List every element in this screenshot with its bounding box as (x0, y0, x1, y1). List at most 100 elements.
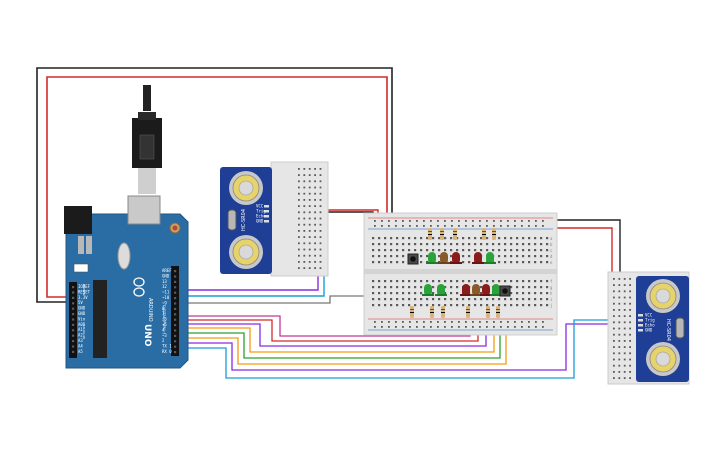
arduino-pin-label: 4 (162, 327, 165, 332)
row-label-j: j (550, 303, 552, 308)
arduino-pin-label: GND (162, 273, 170, 278)
sensor-right-pins: VCC Trig Echo GND (638, 313, 655, 333)
row-label-f: f (550, 279, 553, 284)
led-brown[interactable] (470, 284, 482, 296)
arduino-pin-label: 7 (162, 311, 165, 316)
arduino-pin-label: TX 1 (162, 344, 172, 349)
arduino-pin-label: A3 (78, 338, 83, 343)
wire-sensor2-echo[interactable] (180, 319, 614, 379)
arduino-pin-label: 13 (162, 279, 167, 284)
arduino-brand-label: ARDUINO (147, 298, 153, 322)
led-green[interactable] (435, 284, 447, 296)
row-label-g: g (550, 285, 553, 290)
main-breadboard: a b c d e f g h i j (363, 212, 558, 336)
led-green[interactable] (484, 252, 496, 264)
digital-pin-holes (174, 270, 177, 354)
breadboard-holes (298, 168, 322, 269)
arduino-pin-label: 12 (162, 284, 167, 289)
resistor[interactable] (428, 228, 432, 240)
resistor[interactable] (410, 306, 414, 318)
led-red[interactable] (480, 284, 492, 296)
wire-gnd-outer[interactable] (36, 67, 393, 303)
power-pin-holes (72, 286, 75, 353)
led-green[interactable] (490, 284, 502, 296)
wire-led-green-1[interactable] (180, 308, 501, 359)
row-label-c: c (550, 248, 553, 253)
resistor[interactable] (441, 306, 445, 318)
arduino-pin-label: A5 (78, 349, 83, 354)
led-green[interactable] (426, 252, 438, 264)
row-label-e: e (550, 260, 553, 265)
digital-header (171, 266, 179, 356)
led-red[interactable] (460, 284, 472, 296)
arduino-pin-label: 2 (162, 338, 165, 343)
arduino-pin-label: A4 (78, 343, 83, 348)
pushbutton-left[interactable] (407, 253, 419, 265)
resistor[interactable] (486, 306, 490, 318)
sensor-left-pin-trig: Trig (256, 209, 266, 214)
wire-5v-outer[interactable] (46, 76, 388, 298)
arduino-pin-label: A0 (78, 322, 83, 327)
sensor-right-pin-gnd: GND (645, 328, 653, 333)
arduino-pin-label: IOREF (78, 284, 91, 289)
sensor-left-pin-gnd: GND (256, 219, 264, 224)
breadboard-row-labels: a b c d e f g h i j (550, 236, 553, 308)
resistor[interactable] (482, 228, 486, 240)
arduino-pin-label: GND (78, 306, 86, 311)
sensor-left-pin-echo: Echo (256, 214, 266, 219)
arduino-pin-label: RESET (78, 289, 91, 294)
arduino-pin-label: ~10 (162, 295, 170, 300)
arduino-pin-label: A1 (78, 327, 83, 332)
resistors-bottom (410, 306, 500, 318)
sensor-left-pin-vcc: VCC (256, 204, 264, 209)
leds-bottom-row (422, 284, 502, 296)
arduino-pin-label: RX 0 (162, 349, 172, 354)
breadboard-holes (613, 278, 631, 379)
sensor-right-pin-echo: Echo (645, 323, 655, 328)
wire-gray-signal[interactable] (180, 292, 366, 304)
resistor[interactable] (453, 228, 457, 240)
resistor[interactable] (492, 228, 496, 240)
row-label-a: a (550, 236, 553, 241)
arduino-pin-label: A2 (78, 333, 83, 338)
arduino-analog-label: ANALOG IN (82, 322, 86, 339)
arduino-uno-board[interactable]: ARDUINO UNO DIGITAL (PWM~) POWER ANALOG … (64, 85, 189, 369)
led-red[interactable] (472, 252, 484, 264)
led-brown[interactable] (438, 252, 450, 264)
arduino-power-label: POWER (82, 284, 86, 295)
wire-led-orange-1[interactable] (180, 308, 495, 353)
leds-top-row (426, 252, 496, 264)
arduino-pin-label: ~9 (162, 300, 167, 305)
arduino-pin-label: Vin (78, 316, 86, 321)
resistor[interactable] (440, 228, 444, 240)
arduino-pin-label: ~3 (162, 333, 167, 338)
ultrasonic-sensor-left[interactable]: HC-SR04 VCC Trig Echo GND (220, 167, 272, 274)
resistor[interactable] (466, 306, 470, 318)
row-label-h: h (550, 291, 553, 296)
row-label-i: i (550, 297, 553, 302)
arduino-digital-label: DIGITAL (PWM~) (162, 305, 166, 335)
wire-sensor2-vcc[interactable] (556, 227, 613, 312)
resistor[interactable] (430, 306, 434, 318)
resistors-top (428, 228, 496, 240)
arduino-pin-label: AREF (162, 268, 172, 273)
arduino-pin-label: ~5 (162, 322, 167, 327)
arduino-pin-label: ~6 (162, 317, 167, 322)
led-red[interactable] (450, 252, 462, 264)
resistor[interactable] (496, 306, 500, 318)
ultrasonic-sensor-right[interactable]: HC-SR04 VCC Trig Echo GND (636, 276, 689, 382)
sensor-left-pins: VCC Trig Echo GND (256, 204, 269, 224)
row-label-b: b (550, 242, 553, 247)
arduino-pin-label: 8 (162, 306, 165, 311)
atmega-chip (93, 280, 107, 358)
wire-led-orange-2[interactable] (180, 308, 507, 365)
led-green[interactable] (422, 284, 434, 296)
sensor-right-pin-trig: Trig (645, 318, 655, 323)
pushbutton-right[interactable] (499, 285, 511, 297)
sensor-right-model-label: HC-SR04 (665, 319, 671, 341)
usb-cable (132, 85, 162, 194)
arduino-model-label: UNO (142, 324, 152, 347)
row-label-d: d (550, 254, 553, 259)
